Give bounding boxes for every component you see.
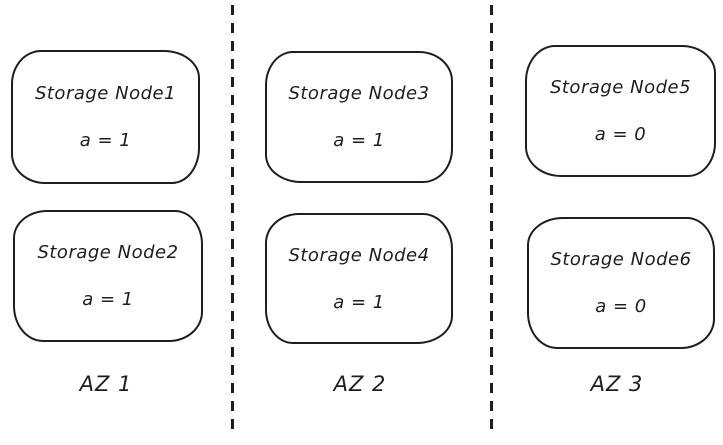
az-label-1: AZ 1 — [79, 372, 133, 396]
storage-node-box-1: Storage Node1 a = 1 — [11, 50, 200, 184]
storage-node-value: a = 1 — [333, 291, 385, 313]
storage-node-box-3: Storage Node3 a = 1 — [265, 51, 453, 183]
storage-node-value: a = 1 — [333, 130, 385, 151]
storage-node-value: a = 1 — [79, 130, 132, 151]
storage-node-box-4: Storage Node4 a = 1 — [265, 213, 453, 344]
storage-node-box-2: Storage Node2 a = 1 — [13, 210, 203, 342]
storage-node-name: Storage Node3 — [288, 83, 430, 104]
zone-divider-1 — [231, 5, 234, 432]
storage-node-name: Storage Node1 — [34, 83, 177, 104]
az-label-2: AZ 2 — [333, 372, 387, 396]
storage-node-box-5: Storage Node5 a = 0 — [525, 45, 716, 177]
storage-node-name: Storage Node2 — [37, 242, 179, 263]
storage-node-value: a = 0 — [594, 124, 647, 145]
storage-node-value: a = 1 — [82, 289, 134, 310]
zone-divider-2 — [490, 5, 493, 432]
az-label-3: AZ 3 — [590, 372, 644, 396]
storage-node-name: Storage Node6 — [550, 249, 692, 270]
storage-node-name: Storage Node4 — [288, 244, 430, 266]
storage-node-value: a = 0 — [595, 296, 647, 317]
storage-node-box-6: Storage Node6 a = 0 — [527, 217, 715, 349]
storage-node-name: Storage Node5 — [549, 77, 692, 98]
